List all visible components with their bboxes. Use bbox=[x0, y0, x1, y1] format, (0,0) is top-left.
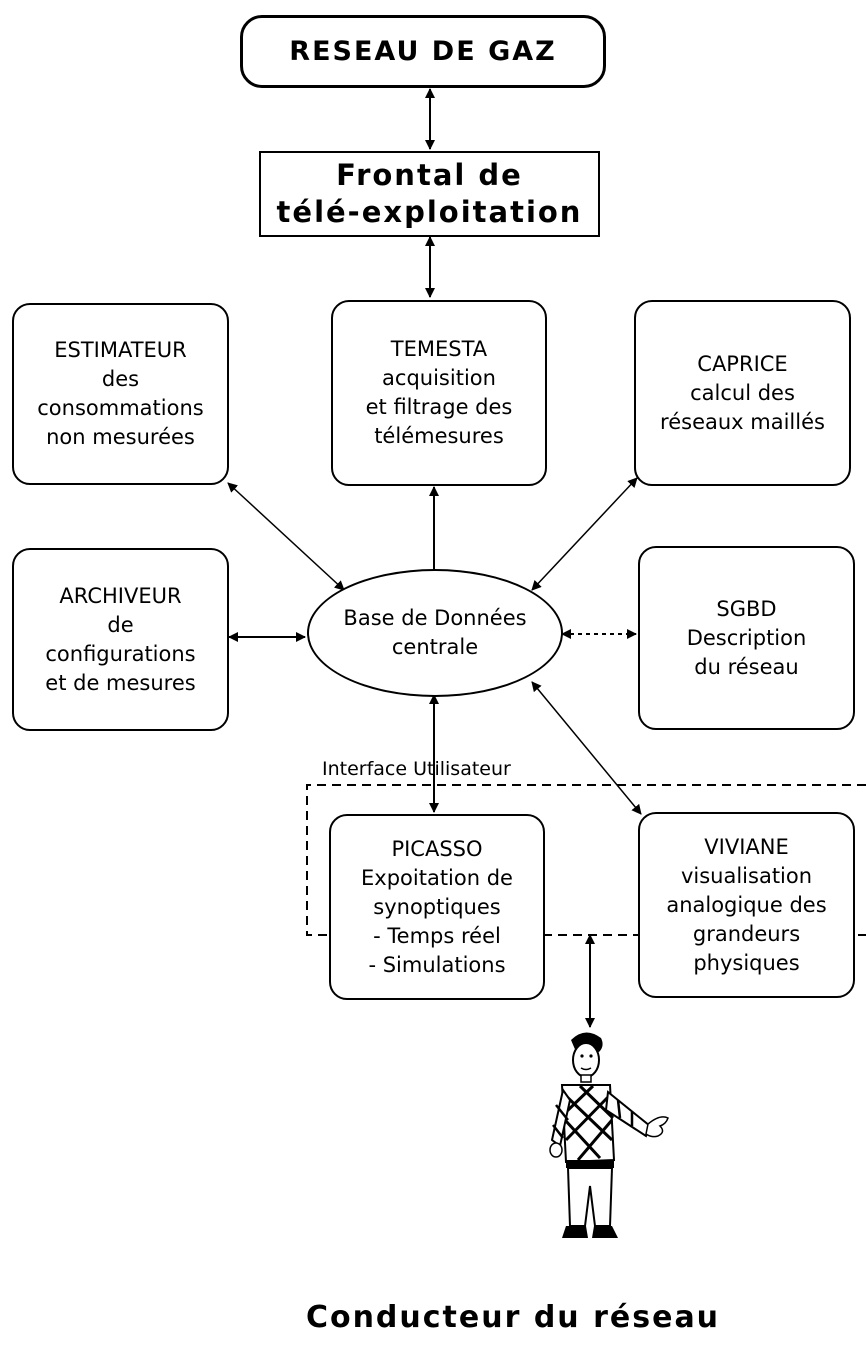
estimateur-line-4: non mesurées bbox=[46, 425, 195, 449]
conducteur-caption: Conducteur du réseau bbox=[305, 1300, 721, 1335]
picasso-line-3: synoptiques bbox=[373, 894, 501, 919]
archiveur-line-2: de bbox=[107, 612, 134, 637]
interface-region-border bbox=[306, 784, 866, 936]
picasso-box: PICASSO Expoitation de synoptiques - Tem… bbox=[329, 814, 545, 1000]
reseau-de-gaz-label: RESEAU DE GAZ bbox=[289, 35, 557, 67]
picasso-line-1: PICASSO bbox=[391, 836, 483, 861]
sgbd-line-3: du réseau bbox=[694, 654, 799, 679]
arrow-estimateur-base bbox=[227, 482, 345, 591]
viviane-line-2: visualisation bbox=[680, 863, 813, 888]
viviane-line-4: grandeurs bbox=[692, 921, 801, 946]
frontal-line-1: Frontal de bbox=[336, 158, 523, 192]
base-de-donnees-line-1: Base de Données bbox=[343, 606, 527, 630]
caprice-line-2: calcul des bbox=[690, 380, 795, 405]
temesta-line-1: TEMESTA bbox=[390, 337, 488, 361]
temesta-line-4: télémesures bbox=[374, 424, 504, 448]
caprice-line-1: CAPRICE bbox=[697, 351, 788, 376]
temesta-line-3: et filtrage des bbox=[365, 395, 513, 419]
base-de-donnees-ellipse: Base de Données centrale bbox=[307, 569, 563, 697]
person-presenting-icon bbox=[549, 1032, 669, 1238]
estimateur-box: ESTIMATEUR des consommations non mesurée… bbox=[12, 303, 229, 485]
viviane-line-5: physiques bbox=[693, 950, 800, 975]
picasso-line-5: - Simulations bbox=[368, 952, 506, 977]
arrow-caprice-base bbox=[531, 477, 638, 591]
archiveur-box: ARCHIVEUR de configurations et de mesure… bbox=[12, 548, 229, 731]
temesta-box: TEMESTA acquisition et filtrage des télé… bbox=[331, 300, 547, 486]
archiveur-line-4: et de mesures bbox=[45, 670, 196, 695]
archiveur-line-3: configurations bbox=[45, 641, 196, 666]
frontal-line-2: télé-exploitation bbox=[276, 195, 583, 229]
base-de-donnees-line-2: centrale bbox=[391, 635, 479, 659]
estimateur-line-1: ESTIMATEUR bbox=[54, 338, 187, 362]
viviane-box: VIVIANE visualisation analogique des gra… bbox=[638, 812, 855, 998]
caprice-box: CAPRICE calcul des réseaux maillés bbox=[634, 300, 851, 486]
caprice-line-3: réseaux maillés bbox=[660, 409, 825, 434]
archiveur-line-1: ARCHIVEUR bbox=[59, 583, 182, 608]
picasso-line-2: Expoitation de bbox=[361, 865, 513, 890]
temesta-line-2: acquisition bbox=[382, 366, 496, 390]
sgbd-box: SGBD Description du réseau bbox=[638, 546, 855, 730]
picasso-line-4: - Temps réel bbox=[373, 923, 501, 948]
interface-utilisateur-label: Interface Utilisateur bbox=[322, 758, 511, 780]
estimateur-line-2: des bbox=[101, 367, 140, 391]
arrow-base-viviane bbox=[531, 681, 642, 815]
reseau-de-gaz-box: RESEAU DE GAZ bbox=[240, 15, 606, 88]
sgbd-line-1: SGBD bbox=[716, 596, 777, 621]
viviane-line-1: VIVIANE bbox=[704, 834, 789, 859]
frontal-box: Frontal de télé-exploitation bbox=[259, 151, 600, 237]
estimateur-line-3: consommations bbox=[37, 396, 204, 420]
viviane-line-3: analogique des bbox=[666, 892, 827, 917]
sgbd-line-2: Description bbox=[686, 625, 807, 650]
